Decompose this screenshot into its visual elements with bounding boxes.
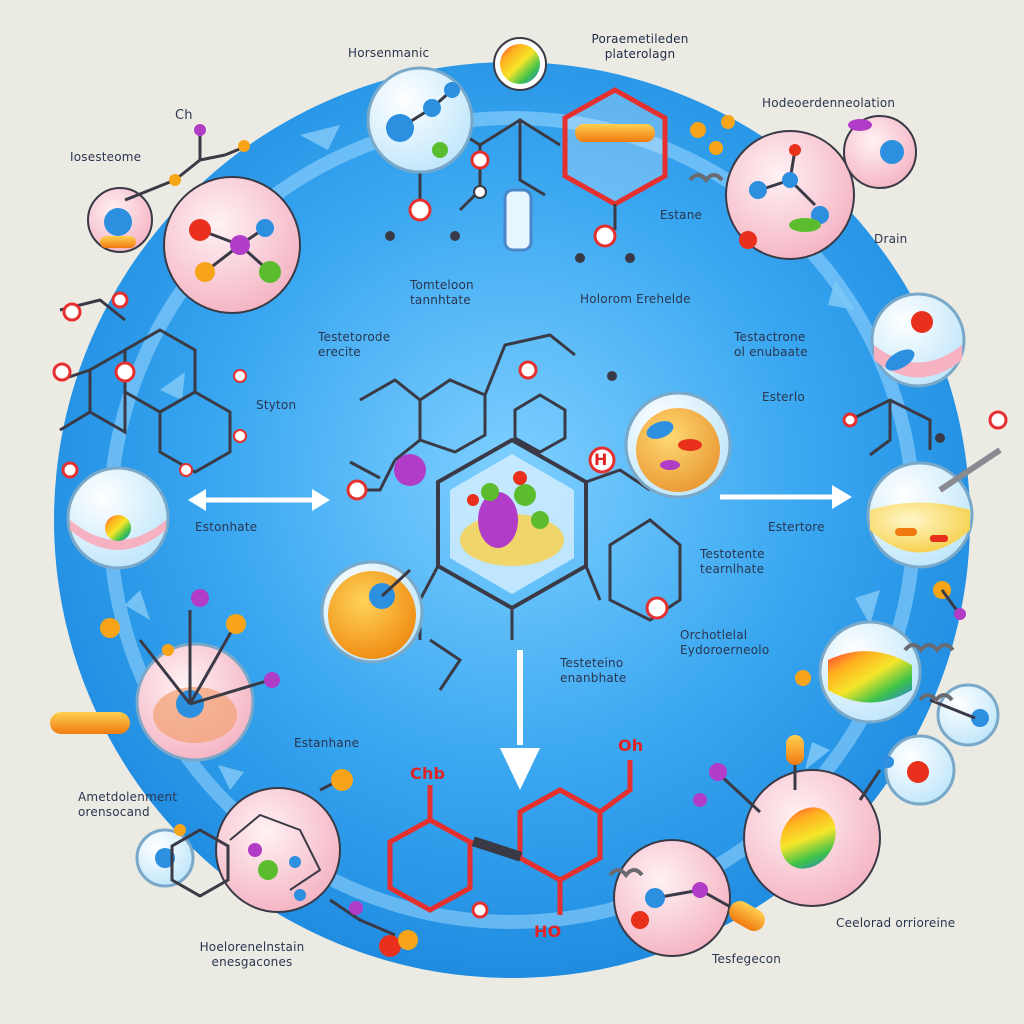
top-red-hexagon	[562, 87, 668, 263]
label-right-mid: Testactrone ol enubaate	[734, 330, 808, 359]
label-right-etane: Estane	[660, 208, 703, 222]
top-left-atoms	[169, 124, 250, 186]
top-right-atoms	[690, 115, 735, 155]
direction-arrows	[188, 485, 852, 790]
label-left-arrow: Estonhate	[195, 520, 258, 534]
top-left-glass-bubble	[366, 66, 474, 174]
central-hexagon	[436, 437, 588, 611]
right-yellow-bubble	[866, 447, 1002, 569]
right-rainbow-bubble	[795, 620, 922, 724]
label-ch-bottom: Chb	[410, 764, 446, 783]
central-atoms	[346, 360, 669, 620]
right-pipette-coils	[608, 173, 955, 879]
right-upper-glass-bubble	[870, 292, 966, 388]
label-left-styton: Styton	[256, 398, 297, 412]
label-top-left-title: Horsenmanic	[348, 46, 430, 60]
bottom-left-pink-bubble	[215, 787, 341, 913]
left-orange-bubble	[320, 560, 424, 664]
label-top-right-title: Hodeoerdenneolation	[762, 96, 896, 110]
label-center-lower: Testeteino enanbhate	[560, 656, 627, 685]
bottom-right-pink-bubble	[693, 735, 882, 907]
label-left-lower: Estanhane	[294, 736, 360, 750]
left-glass-bubble	[66, 466, 170, 570]
top-left-pink-bubble	[163, 176, 301, 314]
label-ch: Ch	[175, 108, 193, 123]
bottom-left-small-glass	[135, 828, 195, 888]
label-right-drain: Drain	[874, 232, 908, 246]
left-pill	[50, 712, 130, 734]
label-center-upper-right: Holorom Erehelde	[580, 292, 691, 306]
label-left-upper: Iosesteome	[70, 150, 142, 164]
left-lower-bubble	[100, 589, 280, 762]
right-skeleton-atoms	[842, 410, 1008, 443]
label-right-oxid: Orchotlelal Eydoroerneolo	[680, 628, 770, 657]
label-h-center: H	[594, 450, 608, 469]
small-left-glass-bubble	[87, 187, 153, 253]
bottom-bond-stripe	[471, 836, 523, 862]
bottom-o-atom	[471, 901, 489, 919]
label-left-bottom: Ametdolenment orensocand	[78, 790, 178, 819]
right-atoms-misc	[933, 581, 966, 620]
right-skeleton	[849, 398, 932, 457]
central-skeleton-bonds	[349, 333, 682, 691]
label-right-esterlo: Esterlo	[762, 390, 805, 404]
rainbow-orb	[493, 37, 547, 91]
right-small-glass	[929, 683, 1000, 747]
top-right-pink-bubble	[725, 130, 855, 260]
label-top-center: Poraemetileden platerolagn	[591, 32, 689, 61]
label-bottom-center: Tesfegecon	[712, 952, 782, 966]
bottom-red-molecule	[387, 760, 633, 915]
label-bottom-right: Ceelorad orrioreine	[836, 916, 956, 930]
bottom-right-glass	[882, 734, 956, 806]
label-center-upper-left: Tomteloon tannhtate	[410, 278, 474, 307]
top-right-small-bubble	[843, 115, 917, 189]
bottom-pink-bubble	[613, 839, 765, 957]
left-hex-atoms	[52, 291, 247, 479]
label-oh-top: Oh	[618, 736, 644, 755]
label-center-right: Testotente tearnlhate	[700, 547, 765, 576]
bottom-left-atoms	[174, 769, 418, 957]
label-bottom-left: Hoelorenelnstain enesgacones	[199, 940, 305, 969]
top-atoms	[385, 150, 490, 241]
label-right-arrow: Estertore	[768, 520, 825, 534]
label-center-mid-left: Testetorode erecite	[318, 330, 391, 359]
label-oh-bottom: HO	[534, 922, 562, 941]
right-orange-bubble	[624, 391, 732, 499]
